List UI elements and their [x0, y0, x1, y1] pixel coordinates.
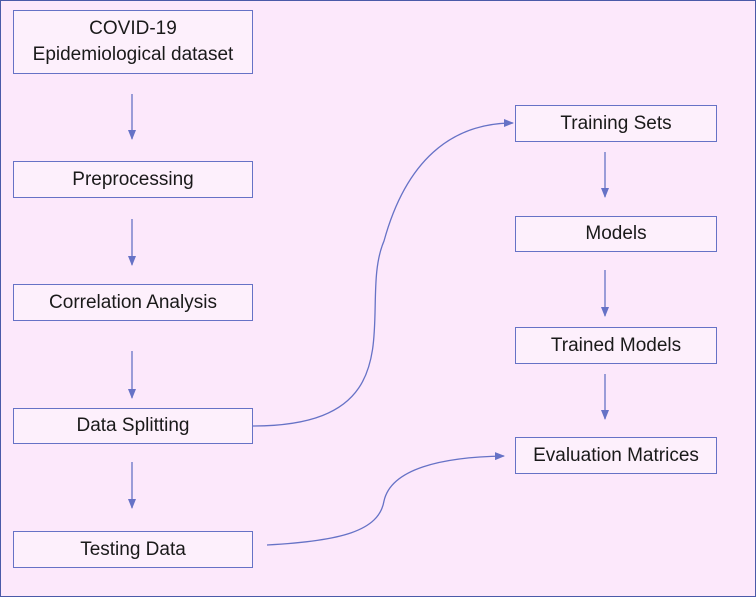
node-trained-models: Trained Models [515, 327, 717, 364]
node-testing-data-label: Testing Data [80, 538, 186, 560]
node-testing-data: Testing Data [13, 531, 253, 568]
node-preprocessing-label: Preprocessing [72, 168, 194, 190]
node-models: Models [515, 216, 717, 252]
node-evaluation-matrices-label: Evaluation Matrices [533, 444, 699, 466]
node-dataset: COVID-19 Epidemiological dataset [13, 10, 253, 74]
node-models-label: Models [585, 223, 647, 245]
node-preprocessing: Preprocessing [13, 161, 253, 198]
curve-testing-to-evaluation [266, 452, 505, 546]
node-correlation-analysis-label: Correlation Analysis [49, 291, 217, 313]
node-training-sets: Training Sets [515, 105, 717, 142]
curve-splitting-to-training [252, 119, 514, 427]
node-evaluation-matrices: Evaluation Matrices [515, 437, 717, 474]
node-data-splitting-label: Data Splitting [76, 415, 190, 437]
node-dataset-line1: COVID-19 [89, 18, 177, 40]
node-dataset-line2: Epidemiological dataset [32, 44, 234, 65]
node-training-sets-label: Training Sets [560, 112, 672, 134]
node-trained-models-label: Trained Models [550, 334, 682, 356]
node-data-splitting: Data Splitting [13, 408, 253, 444]
node-correlation-analysis: Correlation Analysis [13, 284, 253, 321]
